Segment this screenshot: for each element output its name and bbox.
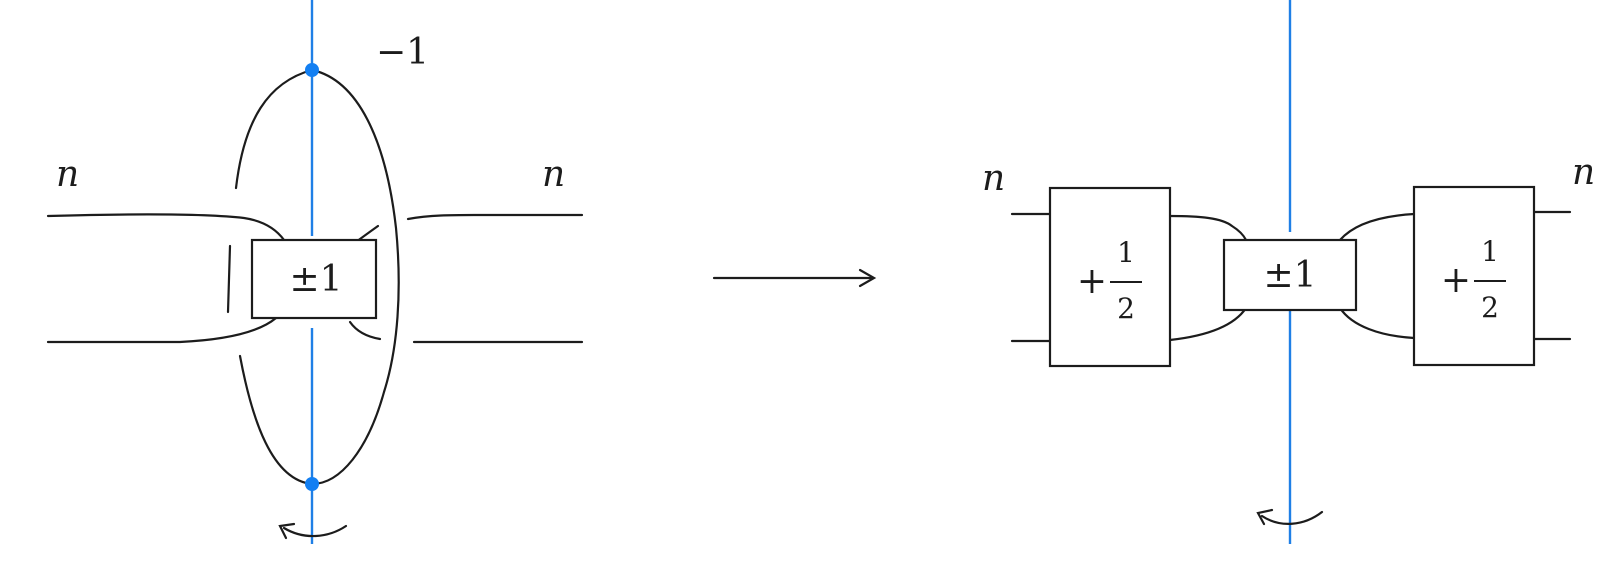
right-left-box-sign: + — [1077, 261, 1107, 302]
right-center-box — [1222, 238, 1358, 312]
left-framing-label: −1 — [376, 32, 429, 73]
left-rotation-arrow — [282, 524, 348, 538]
right-connect-top-right — [1338, 212, 1416, 242]
left-top-strand-right — [406, 213, 584, 221]
right-left-box-numerator: 1 — [1117, 236, 1135, 269]
right-center-box-label: ±1 — [1263, 255, 1316, 296]
left-box — [250, 238, 378, 320]
right-right-box — [1412, 185, 1536, 367]
right-connect-bottom-left — [1168, 306, 1248, 342]
right-strand-label-left: n — [982, 158, 1005, 199]
right-left-box — [1048, 186, 1172, 368]
transition-arrow-head — [858, 268, 877, 288]
right-strand-label-right: n — [1572, 152, 1595, 193]
left-unknot — [234, 68, 400, 486]
right-rotation-arrowhead — [1256, 508, 1274, 526]
left-vertical-segment — [226, 244, 232, 314]
left-bottom-strand-crossing — [348, 320, 382, 341]
left-strand-label-right: n — [542, 154, 565, 195]
right-left-box-denominator: 2 — [1117, 292, 1135, 325]
right-connect-top-left — [1168, 214, 1248, 242]
right-right-box-sign: + — [1441, 260, 1471, 301]
right-right-box-numerator: 1 — [1481, 235, 1499, 268]
left-bottom-strand-left — [46, 316, 278, 344]
right-connect-bottom-right — [1338, 306, 1416, 340]
left-top-fixed-point — [305, 63, 319, 77]
left-diagram: ±1 n n −1 — [46, 0, 584, 544]
right-diagram: ±1 + 1 2 + 1 2 n n — [982, 0, 1595, 544]
left-top-strand-left — [46, 213, 286, 242]
right-right-box-denominator: 2 — [1481, 291, 1499, 324]
left-bottom-fixed-point — [305, 477, 319, 491]
left-box-label: ±1 — [289, 259, 342, 300]
right-rotation-arrow — [1260, 510, 1324, 525]
left-rotation-arrowhead — [278, 522, 296, 540]
transition-arrow — [712, 268, 877, 288]
left-strand-label-left: n — [56, 154, 79, 195]
